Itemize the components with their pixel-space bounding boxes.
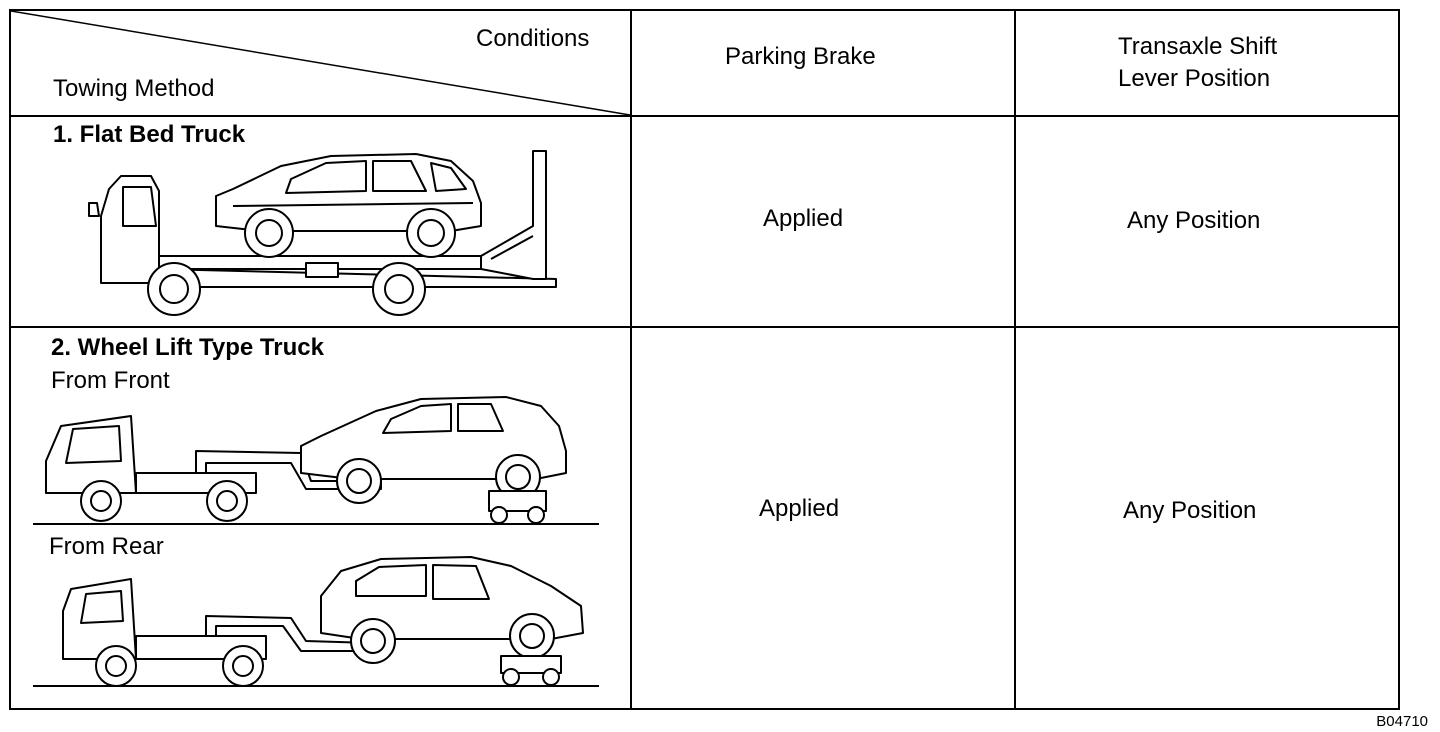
- row1-lever-position: Any Position: [1127, 207, 1261, 234]
- column-divider-1: [630, 11, 632, 708]
- row2-parking-brake: Applied: [759, 495, 840, 522]
- flat-bed-truck-illustration: [88, 150, 557, 316]
- row2-from-rear: From Rear: [49, 533, 164, 560]
- row-divider: [11, 326, 1398, 328]
- row1-parking-brake: Applied: [763, 205, 844, 232]
- header-divider: [11, 115, 1398, 117]
- header-towing-method: Towing Method: [53, 75, 215, 102]
- header-transaxle-line2: Lever Position: [1118, 65, 1271, 92]
- header-transaxle-line1: Transaxle Shift: [1118, 33, 1278, 60]
- header-conditions: Conditions: [476, 25, 590, 52]
- header-parking-brake: Parking Brake: [725, 43, 876, 70]
- towing-table: Conditions Towing Method Parking Brake T…: [9, 9, 1400, 710]
- row2-from-front: From Front: [51, 367, 170, 394]
- row2-lever-position: Any Position: [1123, 497, 1257, 524]
- column-divider-2: [1014, 11, 1016, 708]
- wheel-lift-illustration: [33, 396, 599, 687]
- header-diagonal: [11, 11, 631, 116]
- row2-title: 2. Wheel Lift Type Truck: [51, 334, 324, 361]
- figure-code: B04710: [1376, 713, 1428, 730]
- row1-title: 1. Flat Bed Truck: [53, 121, 246, 148]
